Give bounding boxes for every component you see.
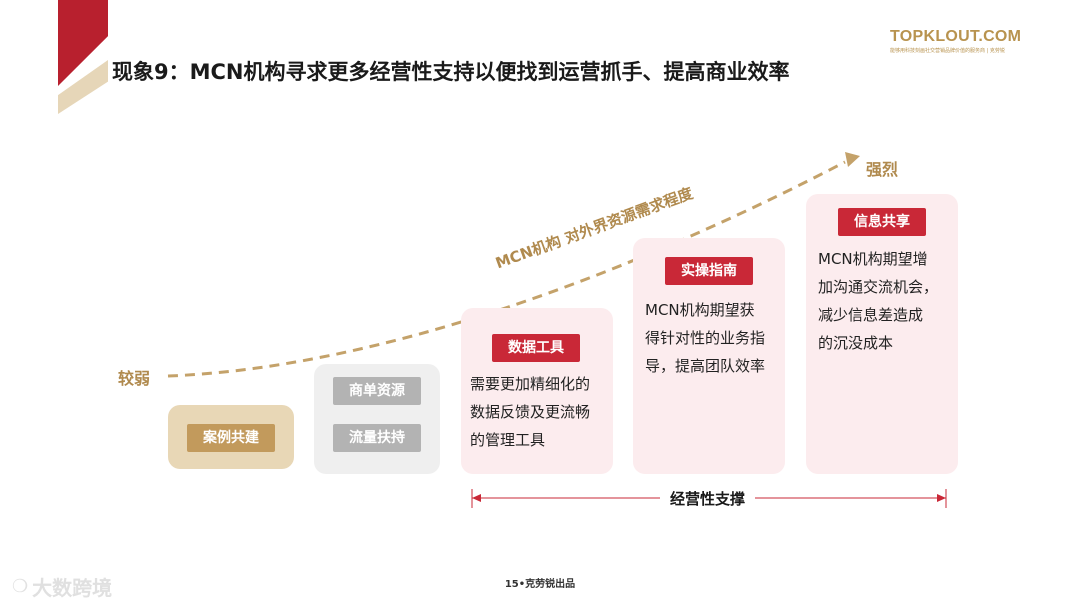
data-tool-line: 需要更加精细化的 xyxy=(470,375,591,393)
brand-tagline: 能够用科技刻画社交营销品牌价值的服务商 | 克劳锐 xyxy=(890,48,1005,54)
guide-line: 得针对性的业务指 xyxy=(645,329,766,347)
data-tool-box: 数据工具 需要更加精细化的 数据反馈及更流畅 的管理工具 xyxy=(461,308,613,474)
case-tag: 案例共建 xyxy=(187,424,275,452)
brand-logo: TOPKLOUT.COM 能够用科技刻画社交营销品牌价值的服务商 | 克劳锐 xyxy=(890,28,1022,54)
resource-box: 商单资源 流量扶持 xyxy=(314,364,440,474)
support-arrow-right xyxy=(937,494,946,502)
info-line: 的沉没成本 xyxy=(818,334,894,352)
guide-line: 导，提高团队效率 xyxy=(645,357,766,375)
case-box: 案例共建 xyxy=(168,405,294,469)
data-tool-text: 需要更加精细化的 数据反馈及更流畅 的管理工具 xyxy=(470,370,590,454)
axis-low-label: 较弱 xyxy=(118,369,151,388)
guide-tag: 实操指南 xyxy=(665,257,753,285)
logo-icon: ❍ xyxy=(12,576,29,597)
page-title: 现象9：MCN机构寻求更多经营性支持以便找到运营抓手、提高商业效率 xyxy=(112,60,790,84)
info-line: 减少信息差造成 xyxy=(818,306,924,324)
support-label: 经营性支撑 xyxy=(660,488,756,509)
info-box: 信息共享 MCN机构期望增 加沟通交流机会， 减少信息差造成 的沉没成本 xyxy=(806,194,958,474)
traffic-support-tag: 流量扶持 xyxy=(333,424,421,452)
guide-box: 实操指南 MCN机构期望获 得针对性的业务指 导，提高团队效率 xyxy=(633,238,785,474)
curve-arrowhead xyxy=(845,152,860,167)
data-tool-tag: 数据工具 xyxy=(492,334,580,362)
info-line: 加沟通交流机会， xyxy=(818,278,939,296)
page-footer: 15•克劳锐出品 xyxy=(504,579,576,590)
guide-line: MCN机构期望获 xyxy=(645,301,755,319)
info-text: MCN机构期望增 加沟通交流机会， 减少信息差造成 的沉没成本 xyxy=(818,245,938,357)
data-tool-line: 数据反馈及更流畅 xyxy=(470,403,591,421)
support-arrow-left xyxy=(472,494,481,502)
axis-high-label: 强烈 xyxy=(866,160,899,179)
info-line: MCN机构期望增 xyxy=(818,250,928,268)
guide-text: MCN机构期望获 得针对性的业务指 导，提高团队效率 xyxy=(645,296,765,380)
data-tool-line: 的管理工具 xyxy=(470,431,546,449)
brand-name: TOPKLOUT.COM xyxy=(890,28,1022,45)
demand-curve xyxy=(167,160,846,378)
watermark: ❍ 大数跨境 xyxy=(12,572,112,601)
commerce-resource-tag: 商单资源 xyxy=(333,377,421,405)
info-tag: 信息共享 xyxy=(838,208,926,236)
watermark-text: 大数跨境 xyxy=(32,576,113,600)
